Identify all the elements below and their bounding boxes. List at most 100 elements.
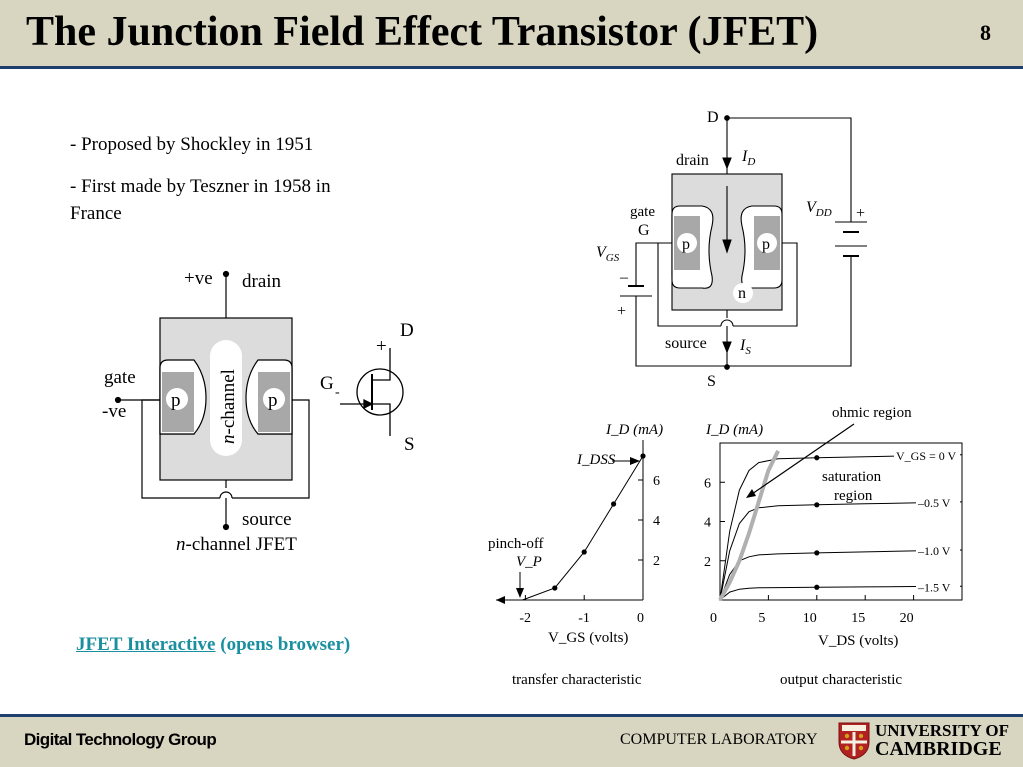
output-x-tick-label: 5 (758, 611, 765, 626)
is-i: I (739, 337, 746, 354)
vgs-sub: GS (606, 252, 620, 264)
output-curve-label: V_GS = 0 V (896, 449, 957, 463)
vgs-plus: + (617, 303, 626, 320)
vgs-v: V (596, 244, 608, 261)
output-markers (814, 455, 820, 590)
header-bar (0, 0, 1023, 66)
ohmic-arrowhead (746, 489, 756, 498)
symbol-plus: + (376, 336, 387, 357)
vgs-wire-top (635, 242, 658, 286)
output-y-tick-label: 4 (704, 516, 711, 531)
vdd-sub: DD (815, 207, 832, 219)
output-data-point (814, 584, 820, 590)
id-i: I (741, 148, 748, 165)
footer-university-line1: UNIVERSITY OF (875, 721, 1009, 740)
output-curve-label: –1.5 V (917, 580, 951, 594)
ohmic-saturation-boundary (718, 450, 780, 601)
footer-group-name: Digital Technology Group (24, 730, 217, 749)
output-x-tick-label: 10 (803, 611, 817, 626)
jfet-interactive-link[interactable]: JFET Interactive (76, 634, 216, 655)
symbol-label-s: S (404, 434, 415, 455)
is-arrow (722, 341, 732, 354)
transfer-title: transfer characteristic (512, 672, 642, 688)
transfer-data-point (640, 453, 646, 459)
transfer-y-tick-label: 4 (653, 514, 660, 529)
jfet-structure-diagram (114, 270, 310, 531)
circuit-n-label: n (738, 285, 746, 302)
circuit-p-bg-right (757, 233, 777, 253)
output-curve (719, 585, 963, 601)
ohmic-region-label: ohmic region (832, 405, 912, 421)
circuit-n-bg (733, 283, 753, 303)
id-sub: D (746, 156, 755, 168)
circuit-drain-label: drain (676, 152, 709, 169)
jfet-structure-labels: +ve drain gate -ve p p n-channel source … (102, 268, 297, 555)
source-label: source (242, 509, 292, 530)
channel-current-arrow (722, 239, 732, 254)
output-plot-frame (719, 442, 963, 601)
output-y-tick-label: 6 (704, 476, 711, 491)
circuit-is-label: IS (739, 337, 751, 357)
circuit-s-terminal (724, 364, 730, 370)
output-x-tick-label: 20 (900, 611, 914, 626)
vgs-minus: – (619, 269, 629, 286)
circuit-gate-wire-left (657, 242, 721, 327)
p-label-bg-right (263, 388, 285, 410)
transfer-data-point (581, 549, 587, 555)
output-x-tick-label: 15 (851, 611, 865, 626)
transfer-x-tick-label: 0 (637, 611, 644, 626)
gate-label: gate (104, 367, 136, 388)
output-data-point (814, 455, 820, 461)
circuit-id-label: ID (741, 148, 755, 168)
p-label-left: p (171, 390, 181, 411)
circuit-gate-label: gate (630, 204, 655, 220)
vgs-label: VGS (596, 244, 620, 264)
caption-rest: -channel JFET (186, 534, 298, 555)
output-curves (719, 454, 963, 601)
transfer-ylabel: I_D (mA) (605, 422, 663, 438)
output-curve-label: –0.5 V (917, 496, 951, 510)
vdd-wire-top (727, 117, 852, 222)
link-note: (opens browser) (220, 634, 351, 655)
symbol-gate-arrow (363, 398, 374, 410)
n-channel-italic: n (218, 435, 239, 445)
n-channel-label: n-channel (218, 369, 239, 444)
is-sub: S (745, 345, 751, 357)
jfet-circuit-symbol (340, 348, 404, 436)
transfer-data-point (552, 585, 558, 591)
footer-divider (0, 714, 1023, 717)
slide-title: The Junction Field Effect Transistor (JF… (26, 9, 819, 55)
transfer-y-tick-label: 2 (653, 554, 660, 569)
output-data-point (814, 550, 820, 556)
id-arrow (722, 157, 732, 170)
symbol-labels: D + G - S (320, 320, 415, 455)
output-curve-labels: V_GS = 0 V–0.5 V–1.0 V–1.5 V (894, 446, 960, 595)
vdd-wire-bottom (727, 256, 852, 367)
circuit-p-right-label: p (762, 236, 770, 253)
circuit-label-g: G (638, 222, 650, 239)
p-label-bg-left (166, 388, 188, 410)
circuit-labels: D drain ID gate G VGS – + VDD + p p n so… (596, 109, 865, 390)
plus-ve-label: +ve (184, 268, 213, 289)
output-xlabel: V_DS (volts) (818, 633, 898, 649)
footer-lab-name: COMPUTER LABORATORY (620, 731, 818, 748)
circuit-p-left-label: p (682, 236, 690, 253)
transfer-x-tick-label: -2 (519, 611, 531, 626)
p-label-right: p (268, 390, 278, 411)
gate-wire-right (232, 399, 310, 499)
transfer-markers (552, 453, 646, 591)
circuit-label-d: D (707, 109, 719, 126)
channel-label-bg (210, 340, 242, 456)
vp-arrowhead (516, 588, 524, 598)
symbol-drain-lead (372, 348, 391, 381)
output-data-point (814, 502, 820, 508)
biased-circuit (620, 115, 867, 370)
output-ylabel: I_D (mA) (705, 422, 763, 438)
vdd-v: V (806, 199, 818, 216)
output-x-tick-label: 0 (710, 611, 717, 626)
idss-label: I_DSS (576, 452, 616, 468)
circuit-crossover (720, 319, 734, 327)
